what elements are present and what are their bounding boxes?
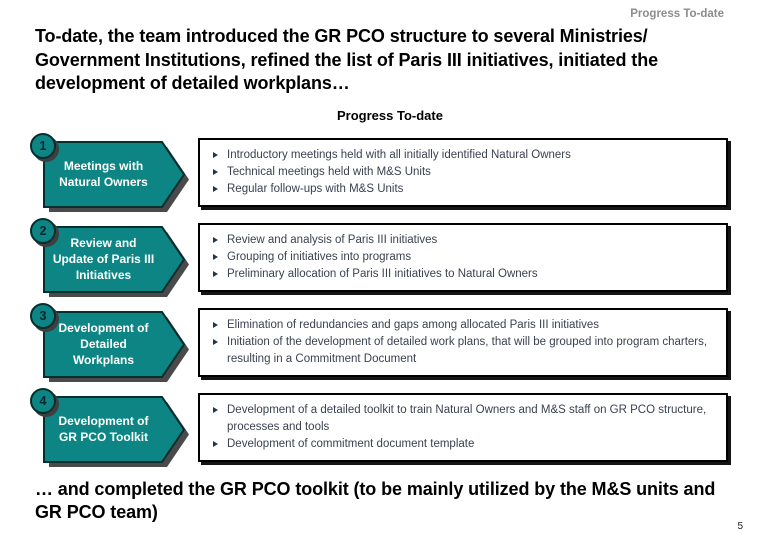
step-label: Development of GR PCO Toolkit: [58, 414, 149, 444]
bullet-arrow-icon: [213, 169, 218, 175]
arrow-right-icon: [43, 311, 189, 382]
bullet-text: Elimination of redundancies and gaps amo…: [227, 319, 600, 331]
arrow-right-icon: [43, 396, 189, 467]
bullet-list: Review and analysis of Paris III initiat…: [212, 232, 716, 283]
bullet-item: Initiation of the development of detaile…: [212, 334, 716, 368]
bullet-item: Development of commitment document templ…: [212, 436, 716, 453]
step-details-box: Elimination of redundancies and gaps amo…: [198, 308, 728, 377]
bullet-text: Review and analysis of Paris III initiat…: [227, 234, 438, 246]
step-details-box: Development of a detailed toolkit to tra…: [198, 393, 728, 462]
step-label: Meetings with Natural Owners: [59, 159, 148, 189]
bullet-item: Development of a detailed toolkit to tra…: [212, 402, 716, 436]
bullet-text: Development of commitment document templ…: [227, 438, 475, 450]
bullet-text: Development of a detailed toolkit to tra…: [227, 404, 707, 433]
step-row: 1 Meetings with Natural Owners Introduct…: [30, 133, 750, 218]
step-label-wrap: Meetings with Natural Owners: [43, 141, 164, 207]
step-number: 1: [39, 139, 47, 153]
step-label: Development of Detailed Workplans: [58, 321, 149, 367]
bullet-arrow-icon: [213, 322, 218, 328]
step-arrow-shape: Review and Update of Paris III Initiativ…: [43, 226, 190, 298]
step-row: 2 Review and Update of Paris III Initiat…: [30, 218, 750, 303]
bullet-arrow-icon: [213, 186, 218, 192]
bullet-list: Development of a detailed toolkit to tra…: [212, 402, 716, 453]
takeaway-title: … and completed the GR PCO toolkit (to b…: [35, 479, 716, 522]
step-label-wrap: Development of GR PCO Toolkit: [43, 396, 164, 462]
step-number-badge: 1: [30, 133, 56, 159]
bullet-item: Preliminary allocation of Paris III init…: [212, 266, 716, 283]
step-label: Review and Update of Paris III Initiativ…: [52, 236, 155, 282]
step-number: 3: [39, 309, 47, 323]
bullet-arrow-icon: [213, 441, 218, 447]
bullet-item: Technical meetings held with M&S Units: [212, 164, 716, 181]
step-row: 4 Development of GR PCO Toolkit Developm…: [30, 388, 750, 473]
step-number-badge: 3: [30, 303, 56, 329]
bullet-item: Grouping of initiatives into programs: [212, 249, 716, 266]
bullet-item: Elimination of redundancies and gaps amo…: [212, 317, 716, 334]
bullet-text: Preliminary allocation of Paris III init…: [227, 268, 538, 280]
bullet-list: Introductory meetings held with all init…: [212, 147, 716, 198]
bullet-item: Regular follow-ups with M&S Units: [212, 181, 716, 198]
bullet-arrow-icon: [213, 407, 218, 413]
arrow-right-icon: [43, 226, 189, 297]
bullet-arrow-icon: [213, 152, 218, 158]
subtitle: Progress To-date: [337, 108, 443, 123]
bullet-item: Introductory meetings held with all init…: [212, 147, 716, 164]
step-number-badge: 4: [30, 388, 56, 414]
bullet-item: Review and analysis of Paris III initiat…: [212, 232, 716, 249]
page-number: 5: [737, 521, 743, 532]
bullet-text: Introductory meetings held with all init…: [227, 149, 571, 161]
page-title: To-date, the team introduced the GR PCO …: [35, 26, 658, 93]
step-label-wrap: Review and Update of Paris III Initiativ…: [43, 226, 164, 292]
bullet-text: Regular follow-ups with M&S Units: [227, 183, 404, 195]
bullet-arrow-icon: [213, 254, 218, 260]
step-details-box: Introductory meetings held with all init…: [198, 138, 728, 207]
step-label-wrap: Development of Detailed Workplans: [43, 311, 164, 377]
bullet-list: Elimination of redundancies and gaps amo…: [212, 317, 716, 368]
bullet-text: Grouping of initiatives into programs: [227, 251, 412, 263]
bullet-text: Initiation of the development of detaile…: [227, 336, 708, 365]
step-number: 4: [39, 394, 47, 408]
step-row: 3 Development of Detailed Workplans Elim…: [30, 303, 750, 388]
step-details-box: Review and analysis of Paris III initiat…: [198, 223, 728, 292]
section-label: Progress To-date: [630, 8, 724, 20]
step-arrow-shape: Meetings with Natural Owners: [43, 141, 190, 213]
step-number: 2: [39, 224, 47, 238]
bullet-text: Technical meetings held with M&S Units: [227, 166, 431, 178]
bullet-arrow-icon: [213, 339, 218, 345]
step-number-badge: 2: [30, 218, 56, 244]
bullet-arrow-icon: [213, 271, 218, 277]
arrow-right-icon: [43, 141, 189, 212]
bullet-arrow-icon: [213, 237, 218, 243]
step-arrow-shape: Development of GR PCO Toolkit: [43, 396, 190, 468]
step-arrow-shape: Development of Detailed Workplans: [43, 311, 190, 383]
